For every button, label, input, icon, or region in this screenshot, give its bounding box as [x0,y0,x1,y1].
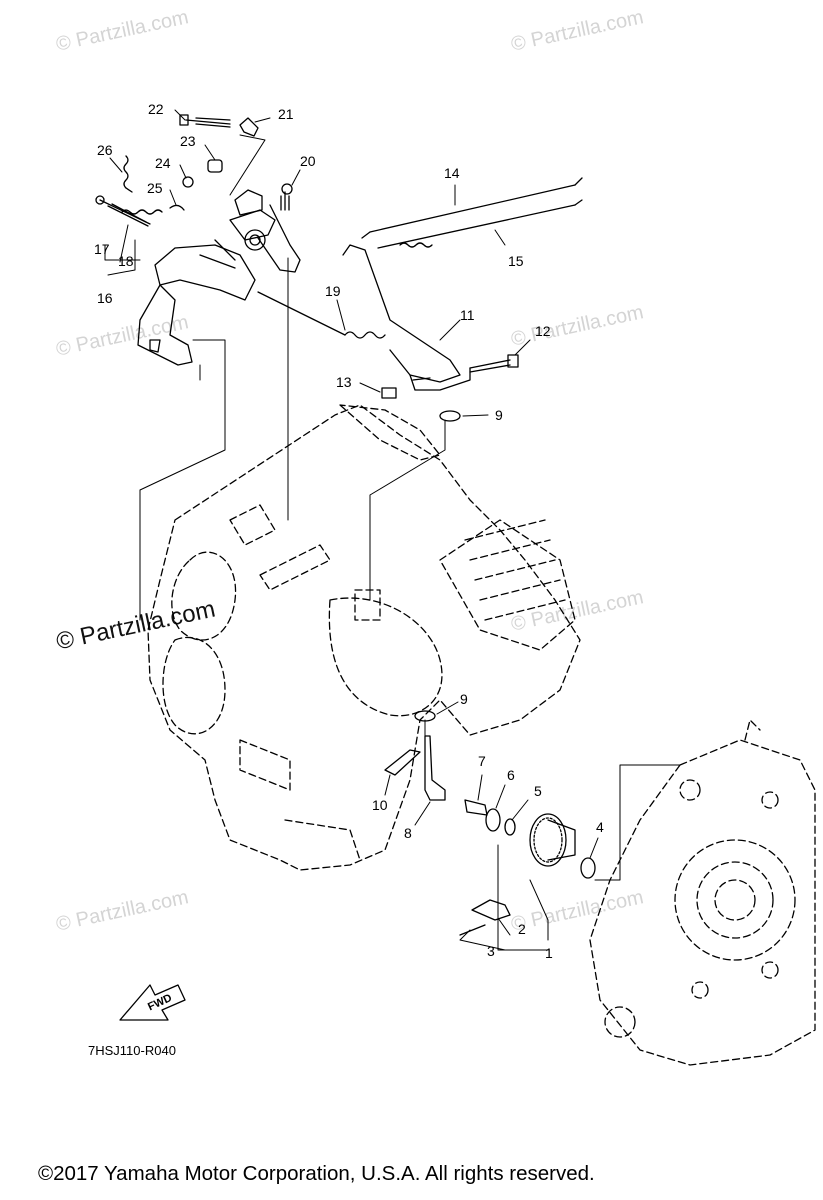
governor-gear-1 [529,813,576,867]
clip-21 [239,117,259,137]
throttle-rod-14 [361,177,583,239]
callout-11: 11 [460,307,475,323]
governor-bracket [137,209,276,366]
callout-8: 8 [404,825,412,841]
callout-2: 2 [518,921,526,937]
cap-23 [207,159,223,173]
bolt-12 [469,354,519,373]
governor-shaft-8 [424,735,446,801]
spring-18 [121,209,163,215]
fwd-arrow-icon [119,984,186,1021]
choke-rod-15 [377,199,583,249]
diagram-code: 7HSJ110-R040 [88,1043,176,1058]
crankcase-outline [147,404,581,871]
callout-labels: 1 2 3 4 5 6 7 8 9 9 10 11 12 13 14 15 16… [94,101,604,961]
adjusting-screw-17 [95,195,151,227]
callout-17: 17 [94,241,110,257]
callout-6: 6 [507,767,515,783]
callout-21: 21 [278,106,294,122]
callout-26: 26 [97,142,113,158]
pin-7 [464,799,488,816]
clip-25 [169,204,185,211]
nut-13 [381,387,397,399]
callout-13: 13 [336,374,352,390]
callout-19: 19 [325,283,341,299]
pin-3 [459,924,486,936]
washer-4 [580,857,596,879]
spring-26 [123,155,133,193]
callout-18: 18 [118,253,134,269]
crankcase-cover-outline [589,719,816,1066]
callout-10: 10 [372,797,388,813]
governor-spring-19 [257,291,386,339]
callout-3: 3 [487,943,495,959]
clip-5 [504,818,516,836]
fwd-label: FWD [146,992,174,1013]
leader-lines [104,109,681,951]
bolt-20 [280,183,293,211]
callout-4: 4 [596,819,604,835]
washer-6 [485,808,501,832]
callout-14: 14 [444,165,460,181]
callout-9-lower: 9 [460,691,468,707]
governor-arm [234,189,301,273]
callout-7: 7 [478,753,486,769]
callout-1: 1 [545,945,553,961]
callout-9-top: 9 [495,407,503,423]
callout-24: 24 [155,155,171,171]
nut-24 [182,176,194,188]
clip-10 [384,749,421,776]
governor-lever-11 [342,244,471,391]
callout-5: 5 [534,783,542,799]
callout-23: 23 [180,133,196,149]
copyright-notice: ©2017 Yamaha Motor Corporation, U.S.A. A… [38,1162,595,1185]
callout-22: 22 [148,101,164,117]
callout-20: 20 [300,153,316,169]
callout-16: 16 [97,290,113,306]
callout-12: 12 [535,323,551,339]
bolt-22 [179,114,231,128]
callout-15: 15 [508,253,524,269]
weight-2 [471,899,511,921]
washer-9-top [439,410,461,422]
callout-25: 25 [147,180,163,196]
